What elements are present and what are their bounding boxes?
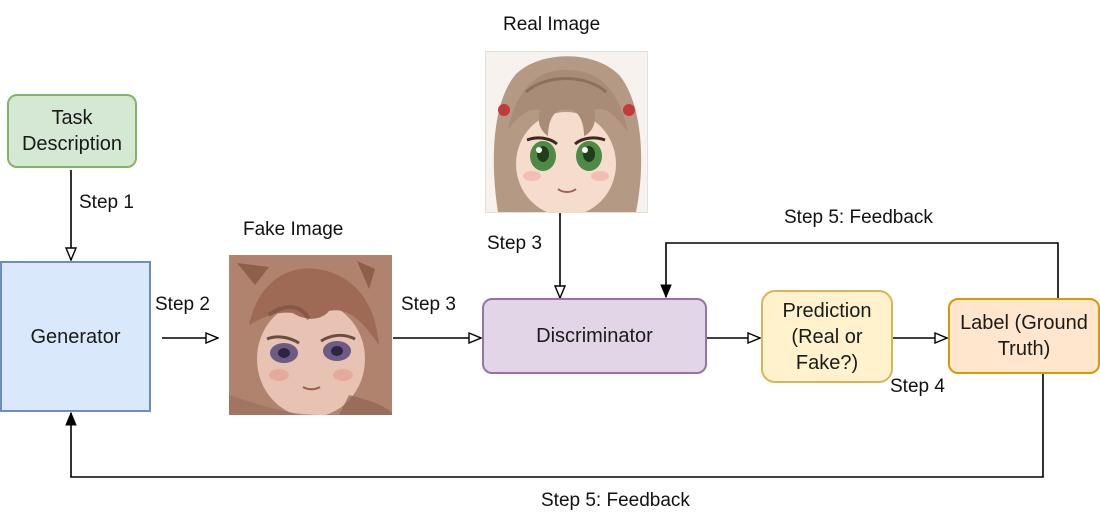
prediction-label-line1: Prediction <box>782 299 872 322</box>
ground-truth-label-line1: Label (Ground <box>960 312 1088 334</box>
ground-truth-label-box: Label (Ground Truth) <box>948 298 1100 374</box>
ground-truth-label-line2: Truth) <box>997 338 1051 360</box>
fake-image-caption: Fake Image <box>243 219 344 240</box>
step3-fake-label: Step 3 <box>401 294 456 315</box>
real-anime-face-picture <box>486 52 647 212</box>
task-description-label-line1: Task <box>51 107 93 129</box>
step1-label: Step 1 <box>79 192 134 213</box>
step5-bottom-feedback-label: Step 5: Feedback <box>541 490 690 511</box>
fake-anime-face-picture <box>229 255 392 415</box>
arrow-step5-bottom-feedback <box>71 373 1044 478</box>
real-image-caption: Real Image <box>503 14 601 35</box>
prediction-label-line2: (Real or <box>791 325 863 348</box>
arrow-step5-top-feedback <box>666 242 1059 298</box>
discriminator-label: Discriminator <box>536 325 653 347</box>
step2-label: Step 2 <box>155 294 210 315</box>
step3-real-label: Step 3 <box>487 233 542 254</box>
prediction-box: Prediction (Real or Fake?) <box>761 290 893 383</box>
generator-label: Generator <box>30 325 121 348</box>
fake-image <box>229 255 392 415</box>
generator-box: Generator <box>0 261 151 412</box>
task-description-box: Task Description <box>7 94 137 168</box>
step4-label: Step 4 <box>890 376 945 397</box>
discriminator-box: Discriminator <box>482 298 707 374</box>
task-description-label-line2: Description <box>21 133 123 155</box>
real-image <box>485 51 648 213</box>
prediction-label-line3: Fake?) <box>795 351 859 374</box>
step5-top-feedback-label: Step 5: Feedback <box>784 207 933 228</box>
